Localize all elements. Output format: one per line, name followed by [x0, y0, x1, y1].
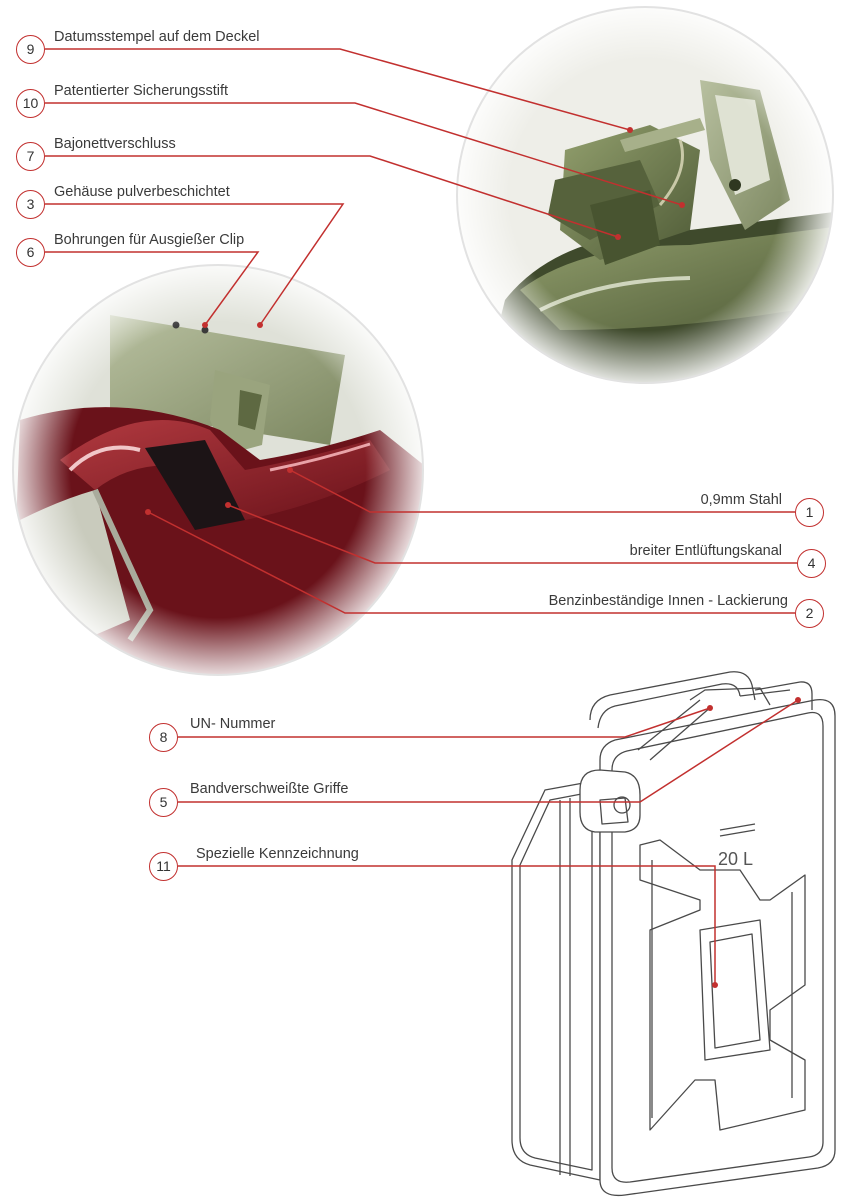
callout-label-5: Bandverschweißte Griffe [190, 781, 349, 797]
leader-4 [227, 504, 797, 564]
leader-8 [178, 707, 711, 738]
callout-badge-9: 9 [16, 35, 45, 64]
callout-label-9: Datumsstempel auf dem Deckel [54, 29, 260, 45]
leader-9 [45, 48, 631, 131]
can-volume-marking: 20 L [718, 849, 753, 869]
callout-label-4: breiter Entlüftungskanal [629, 543, 782, 559]
callout-label-6: Bohrungen für Ausgießer Clip [54, 232, 245, 248]
jerrycan-line-drawing [511, 671, 836, 1197]
callout-badge-6: 6 [16, 238, 45, 267]
leader-lines [45, 48, 799, 985]
callout-label-1: 0,9mm Stahl [700, 492, 782, 508]
leader-7 [45, 155, 619, 238]
callout-badge-7: 7 [16, 142, 45, 171]
leader-10 [45, 102, 683, 206]
callout-badge-11: 11 [149, 852, 178, 881]
callout-badge-3: 3 [16, 190, 45, 219]
callout-badge-2: 2 [795, 599, 824, 628]
detail-closure-photo [456, 6, 834, 384]
leader-2 [147, 511, 795, 614]
leader-11 [178, 865, 716, 985]
callout-label-10: Patentierter Sicherungsstift [54, 83, 229, 99]
callout-badge-4: 4 [797, 549, 826, 578]
callout-label-11: Spezielle Kennzeichnung [196, 846, 359, 862]
callout-badge-5: 5 [149, 788, 178, 817]
leader-end-dots [145, 127, 801, 988]
callout-badge-1: 1 [795, 498, 824, 527]
leader-6 [45, 251, 260, 326]
callout-label-3: Gehäuse pulverbeschichtet [54, 184, 230, 200]
callout-badge-8: 8 [149, 723, 178, 752]
leader-3 [45, 203, 345, 326]
callout-label-2: Benzinbeständige Innen - Lackierung [548, 593, 788, 609]
callout-label-7: Bajonettverschluss [54, 136, 176, 152]
leader-1 [289, 469, 795, 513]
leader-5 [178, 699, 799, 803]
detail-interior-photo [12, 264, 424, 676]
callout-badge-10: 10 [16, 89, 45, 118]
callout-label-8: UN- Nummer [190, 716, 276, 732]
